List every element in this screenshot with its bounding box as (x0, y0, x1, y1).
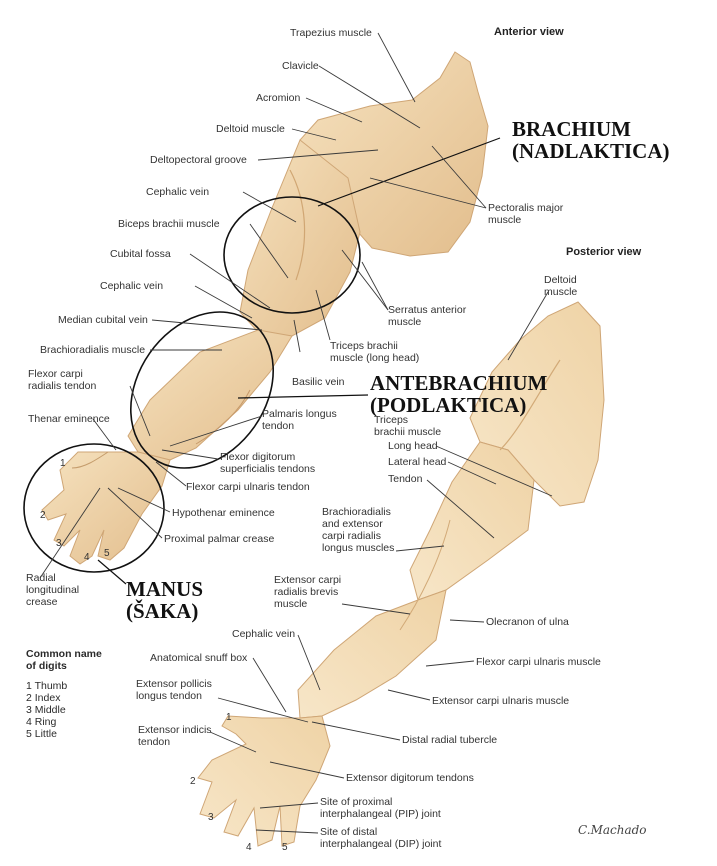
brachium-label: BRACHIUM(NADLAKTICA) (512, 118, 670, 162)
finger-number-posterior-4: 4 (246, 842, 252, 853)
digit-item: 3 Middle (26, 704, 102, 716)
label-trapezius: Trapezius muscle (290, 27, 372, 39)
label-cephalic-upper: Cephalic vein (146, 186, 209, 198)
digit-item: 4 Ring (26, 716, 102, 728)
manus-label: MANUS(ŠAKA) (126, 578, 203, 622)
label-ecu: Extensor carpi ulnaris muscle (432, 695, 569, 707)
label-biceps: Biceps brachii muscle (118, 218, 220, 230)
label-deltopectoral: Deltopectoral groove (150, 154, 247, 166)
finger-number-posterior-5: 5 (282, 842, 288, 853)
label-long-head: Long head (388, 440, 438, 452)
finger-number-anterior-4: 4 (84, 552, 90, 563)
posterior-view-title: Posterior view (566, 246, 641, 258)
artist-signature: C.Machado (578, 823, 647, 837)
label-thenar: Thenar eminence (28, 413, 110, 425)
label-tendon: Tendon (388, 473, 422, 485)
digit-item: 5 Little (26, 728, 102, 740)
label-distal-radial: Distal radial tubercle (402, 734, 497, 746)
label-cephalic-lower: Cephalic vein (100, 280, 163, 292)
finger-number-anterior-5: 5 (104, 548, 110, 559)
digit-item: 2 Index (26, 692, 102, 704)
finger-number-anterior-2: 2 (40, 510, 46, 521)
label-fcu-muscle: Flexor carpi ulnaris muscle (476, 656, 601, 668)
label-clavicle: Clavicle (282, 60, 319, 72)
finger-number-posterior-2: 2 (190, 776, 196, 787)
label-edc: Extensor digitorum tendons (346, 772, 474, 784)
label-cephalic-posterior: Cephalic vein (232, 628, 295, 640)
label-median-cubital: Median cubital vein (58, 314, 148, 326)
finger-number-posterior-3: 3 (208, 812, 214, 823)
digit-item: 1 Thumb (26, 680, 102, 692)
label-proximal-palmar: Proximal palmar crease (164, 533, 274, 545)
label-cubital-fossa: Cubital fossa (110, 248, 171, 260)
label-fcu-tendon: Flexor carpi ulnaris tendon (186, 481, 310, 493)
anterior-view-title: Anterior view (494, 26, 564, 38)
label-brachioradialis: Brachioradialis muscle (40, 344, 145, 356)
finger-number-anterior-1: 1 (60, 458, 66, 469)
label-deltoid: Deltoid muscle (216, 123, 285, 135)
antebrachium-label: ANTEBRACHIUM(PODLAKTICA) (370, 372, 547, 416)
label-hypothenar: Hypothenar eminence (172, 507, 275, 519)
label-snuff-box: Anatomical snuff box (150, 652, 247, 664)
finger-number-anterior-3: 3 (56, 538, 62, 549)
label-lateral-head: Lateral head (388, 456, 446, 468)
finger-number-posterior-1: 1 (226, 712, 232, 723)
label-acromion: Acromion (256, 92, 300, 104)
label-basilic: Basilic vein (292, 376, 345, 388)
label-olecranon: Olecranon of ulna (486, 616, 569, 628)
